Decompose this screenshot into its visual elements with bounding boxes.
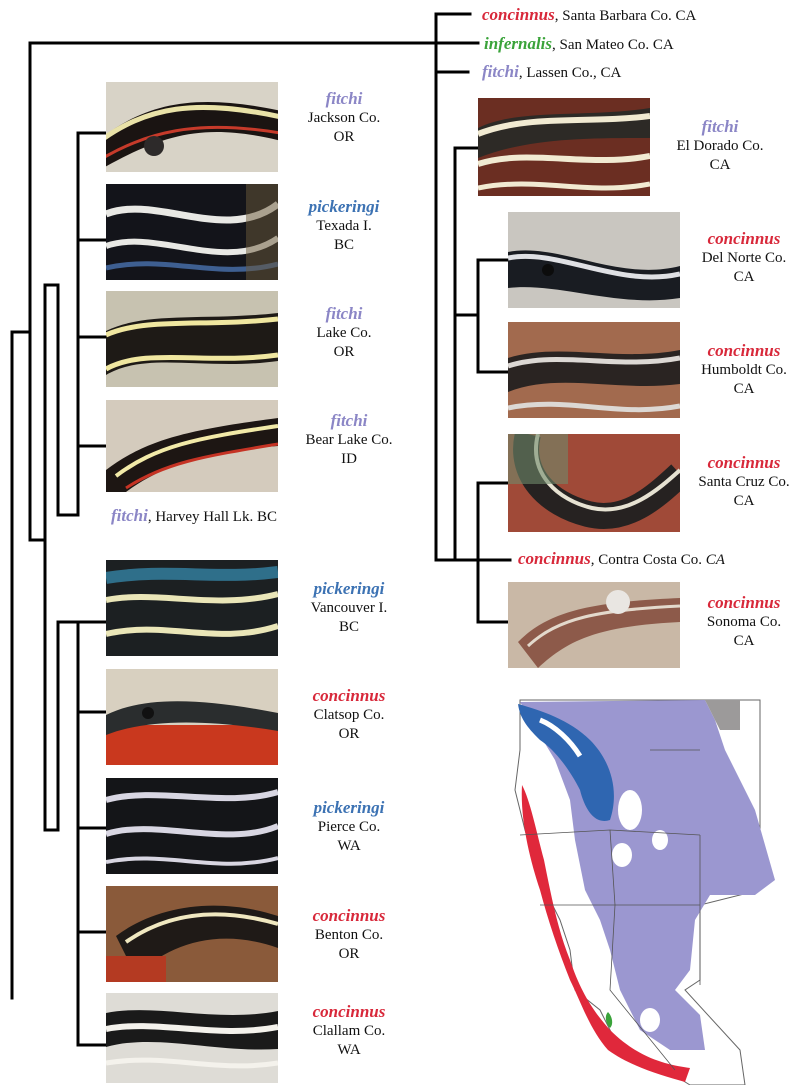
region: WA	[337, 838, 360, 854]
range-map	[500, 690, 790, 1085]
species-name: concinnus	[518, 549, 591, 568]
snake-photo	[106, 560, 278, 656]
region: CA	[734, 269, 755, 285]
region: OR	[334, 129, 355, 145]
species-name: infernalis	[484, 34, 552, 53]
region: CA	[710, 157, 731, 173]
species-name: concinnus	[682, 592, 806, 613]
species-name: fitchi	[284, 88, 404, 109]
locality: Humboldt Co.	[701, 362, 787, 378]
locality: Jackson Co.	[308, 110, 381, 126]
taxon-label: fitchi Lake Co. OR	[284, 303, 404, 362]
region: WA	[337, 1042, 360, 1058]
taxon-label: pickeringi Vancouver I. BC	[284, 578, 414, 637]
taxon-label: concinnus Humboldt Co. CA	[682, 340, 806, 399]
species-name: fitchi	[482, 62, 519, 81]
species-name: concinnus	[284, 685, 414, 706]
snake-photo	[508, 322, 680, 418]
taxon-infernalis-san-mateo: infernalis, San Mateo Co. CA	[484, 34, 674, 55]
snake-photo	[106, 400, 278, 492]
locality: , San Mateo Co. CA	[552, 37, 674, 53]
snake-photo	[508, 212, 680, 308]
locality: Bear Lake Co.	[305, 432, 392, 448]
snake-photo	[478, 98, 650, 196]
locality: Clallam Co.	[313, 1023, 386, 1039]
taxon-label: concinnus Benton Co. OR	[284, 905, 414, 964]
snake-photo	[106, 291, 278, 387]
snake-photo	[106, 669, 278, 765]
species-name: concinnus	[682, 452, 806, 473]
species-name: fitchi	[284, 410, 414, 431]
taxon-fitchi-harvey-hall: fitchi, Harvey Hall Lk. BC	[111, 506, 277, 527]
snake-photo	[106, 993, 278, 1083]
taxon-label: pickeringi Pierce Co. WA	[284, 797, 414, 856]
taxon-fitchi-lassen: fitchi, Lassen Co., CA	[482, 62, 621, 83]
region: CA	[734, 493, 755, 509]
locality: , Santa Barbara Co. CA	[555, 8, 697, 24]
taxon-label: concinnus Clatsop Co. OR	[284, 685, 414, 744]
snake-photo	[508, 582, 680, 668]
region: CA	[734, 381, 755, 397]
taxon-label: concinnus Del Norte Co. CA	[682, 228, 806, 287]
branch-upper-group	[58, 285, 78, 515]
locality: Lake Co.	[317, 325, 372, 341]
locality: El Dorado Co.	[676, 138, 763, 154]
snake-photo	[106, 778, 278, 874]
snake-photo	[508, 434, 680, 532]
species-name: fitchi	[111, 506, 148, 525]
locality: , Harvey Hall Lk. BC	[148, 509, 277, 525]
branch-left-split	[45, 285, 58, 540]
taxon-concinnus-santa-barbara: concinnus, Santa Barbara Co. CA	[482, 5, 696, 26]
locality: Vancouver I.	[311, 600, 388, 616]
snake-photo	[106, 82, 278, 172]
locality: , Lassen Co., CA	[519, 65, 622, 81]
taxon-label: concinnus Clallam Co. WA	[284, 1001, 414, 1060]
region: BC	[334, 237, 354, 253]
taxon-label: fitchi El Dorado Co. CA	[660, 116, 780, 175]
species-name: concinnus	[682, 340, 806, 361]
species-name: fitchi	[284, 303, 404, 324]
species-name: concinnus	[482, 5, 555, 24]
taxon-label: fitchi Bear Lake Co. ID	[284, 410, 414, 469]
branch-root	[12, 332, 30, 998]
region: ID	[341, 451, 357, 467]
snake-photo	[106, 886, 278, 982]
locality: Texada I.	[316, 218, 372, 234]
locality: Del Norte Co.	[702, 250, 787, 266]
locality: Benton Co.	[315, 927, 383, 943]
locality: , Contra Costa Co.	[591, 552, 706, 568]
region: CA	[734, 633, 755, 649]
locality: Santa Cruz Co.	[698, 474, 789, 490]
species-name: concinnus	[284, 1001, 414, 1022]
locality-state: CA	[706, 552, 725, 568]
branch-left-lower	[45, 540, 58, 830]
taxon-concinnus-contra-costa: concinnus, Contra Costa Co. CA	[518, 549, 725, 570]
locality: Pierce Co.	[318, 819, 380, 835]
species-name: pickeringi	[284, 578, 414, 599]
branch-lower-group	[58, 622, 78, 830]
locality: Sonoma Co.	[707, 614, 781, 630]
region: OR	[339, 946, 360, 962]
taxon-label: fitchi Jackson Co. OR	[284, 88, 404, 147]
region: BC	[339, 619, 359, 635]
branch-upper-inner	[78, 133, 106, 515]
region: OR	[334, 344, 355, 360]
snake-photo	[106, 184, 278, 280]
taxon-label: pickeringi Texada I. BC	[284, 196, 404, 255]
species-name: pickeringi	[284, 196, 404, 217]
species-name: fitchi	[660, 116, 780, 137]
locality: Clatsop Co.	[314, 707, 385, 723]
region: OR	[339, 726, 360, 742]
taxon-label: concinnus Sonoma Co. CA	[682, 592, 806, 651]
species-name: concinnus	[682, 228, 806, 249]
species-name: concinnus	[284, 905, 414, 926]
taxon-label: concinnus Santa Cruz Co. CA	[682, 452, 806, 511]
species-name: pickeringi	[284, 797, 414, 818]
branch-right-clade	[436, 43, 455, 560]
branch-left-clade	[30, 332, 45, 540]
